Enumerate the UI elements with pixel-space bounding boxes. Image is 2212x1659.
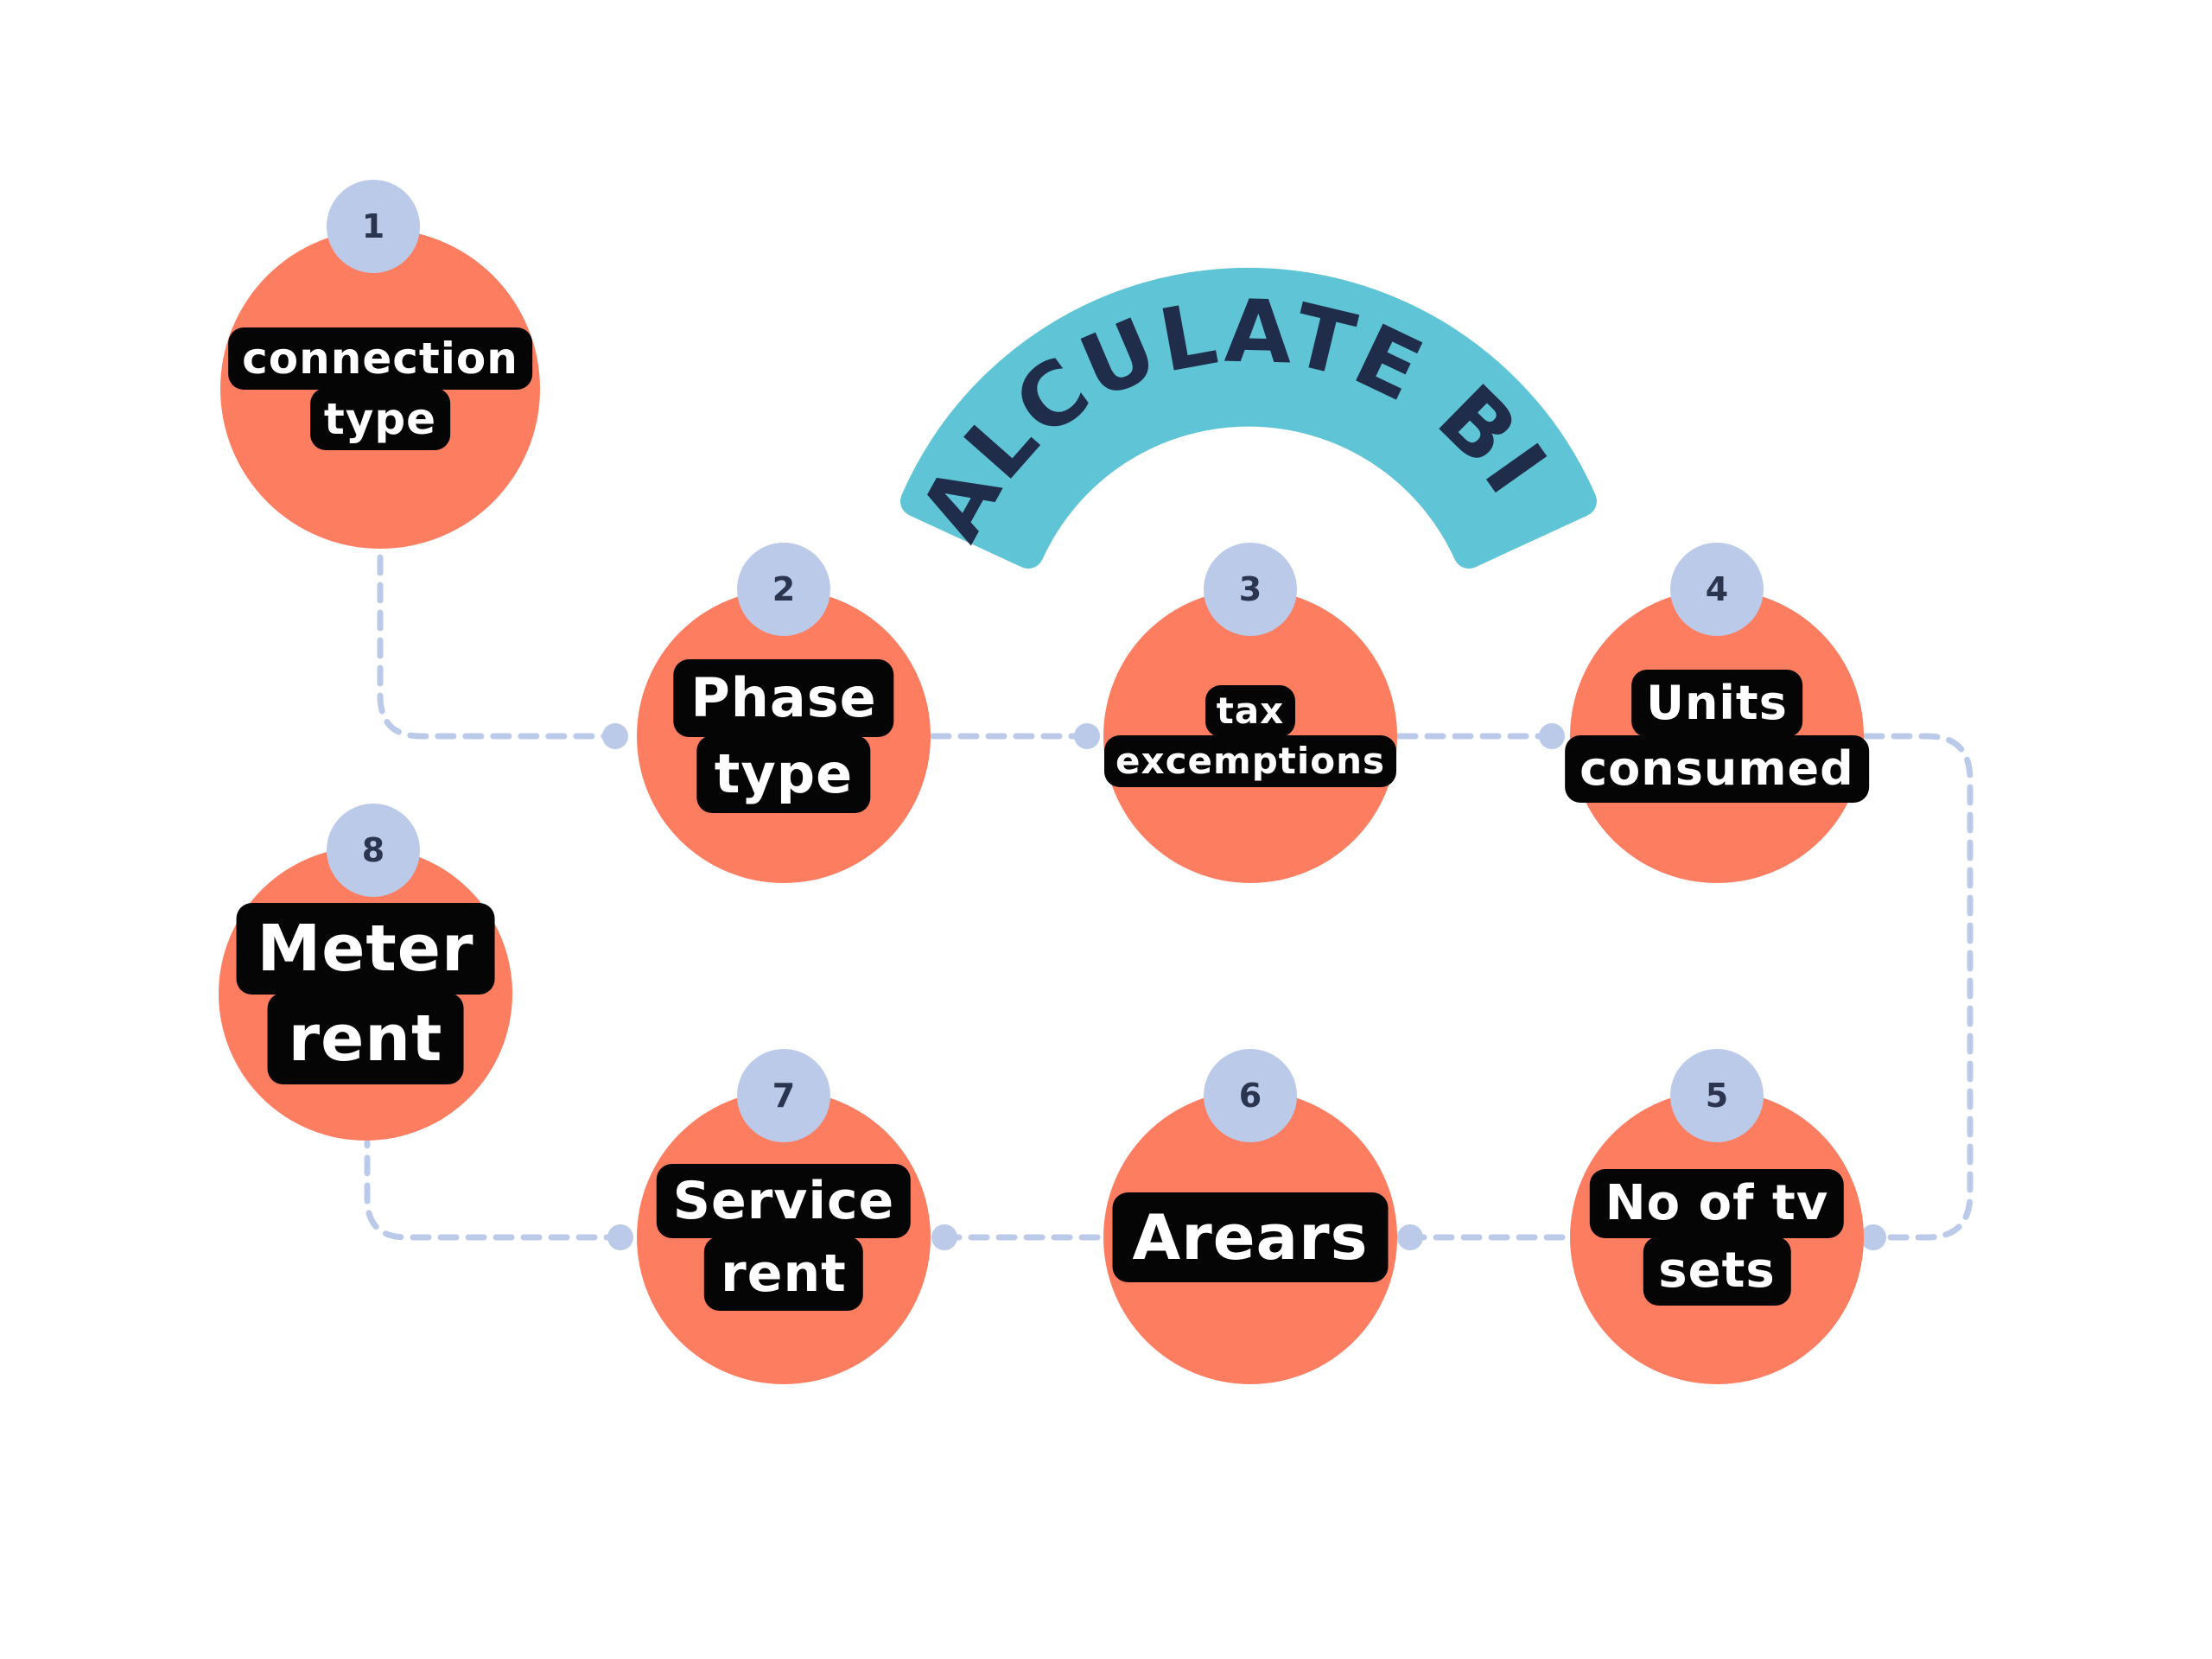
connector-dot [1397,1224,1423,1250]
step-number-badge: 4 [1670,543,1764,636]
step-label-line: consumed [1565,735,1869,803]
step-label-line: tax [1205,685,1296,737]
step-label-line: type [696,735,871,813]
step-label-line: Arears [1112,1192,1389,1282]
step-label-line: Units [1631,670,1802,737]
step-label-line: rent [704,1236,863,1311]
step-number-badge: 3 [1204,543,1297,636]
step-label-line: rent [267,993,464,1084]
connector-dot [1074,723,1100,749]
title-arc: CALCULATE BILL [0,0,1597,569]
step-label: Arears [1112,1192,1389,1282]
step-label-line: No of tv [1589,1169,1845,1238]
step-label-line: Phase [673,659,894,737]
step-number-badge: 8 [327,804,420,897]
step-label-line: excemptions [1103,735,1397,787]
connector-dot [1539,723,1565,749]
step-number-badge: 7 [737,1049,830,1142]
connector-dot [602,723,628,749]
connector-line [1863,733,1974,1241]
connector-dot [931,1224,957,1250]
step-number-badge: 5 [1670,1049,1764,1142]
step-number-badge: 2 [737,543,830,636]
connector-dot [1860,1224,1886,1250]
step-label-line: Meter [236,903,495,995]
step-label-line: type [309,388,451,450]
step-label-line: Service [656,1164,912,1238]
connector-dot [607,1224,633,1250]
step-label-line: sets [1643,1236,1791,1306]
connector-line [377,554,621,740]
step-number-badge: 6 [1204,1049,1297,1142]
connector-line [364,1139,626,1241]
title-arc-band [900,267,1597,569]
step-number-badge: 1 [327,180,420,273]
step-label-line: connection [228,327,532,390]
connectors [364,554,1974,1250]
